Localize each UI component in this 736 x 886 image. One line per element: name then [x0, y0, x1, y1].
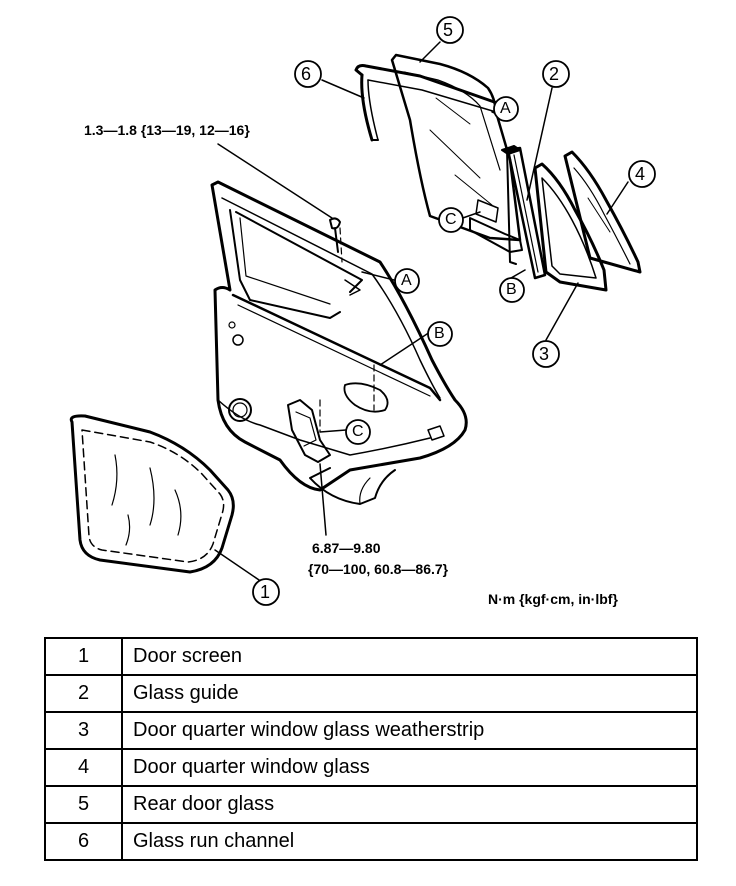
part-number: 6 [44, 822, 123, 861]
callout-4: 4 [635, 164, 646, 184]
callout-3: 3 [539, 344, 550, 364]
exploded-door-diagram [69, 16, 656, 606]
callout-circle-5 [436, 16, 464, 44]
callout-6: 6 [301, 64, 312, 84]
ref-circle-c-door [345, 419, 371, 445]
callout-2: 2 [549, 64, 560, 84]
table-row: 3 Door quarter window glass weatherstrip [44, 711, 698, 750]
glass-run-channel-drawing [354, 64, 502, 142]
door-screen-drawing [69, 414, 235, 574]
part-name: Rear door glass [121, 785, 698, 824]
glass-guide-drawing [501, 145, 547, 280]
part-name: Glass run channel [121, 822, 698, 861]
table-row: 2 Glass guide [44, 674, 698, 713]
part-number: 2 [44, 674, 123, 713]
table-row: 6 Glass run channel [44, 822, 698, 861]
callout-circle-2 [542, 60, 570, 88]
part-name: Door quarter window glass [121, 748, 698, 787]
torque-units: N·m {kgf·cm, in·lbf} [488, 591, 618, 607]
dashed-connector-lines [319, 227, 375, 433]
callout-circle-6 [294, 60, 322, 88]
leader-lines [214, 41, 629, 583]
ref-a-top: A [500, 100, 511, 117]
parts-table: 1 Door screen 2 Glass guide 3 Door quart… [44, 637, 698, 861]
part-number: 1 [44, 637, 123, 676]
callout-1: 1 [260, 582, 271, 602]
table-row: 5 Rear door glass [44, 785, 698, 824]
callout-circle-1 [252, 578, 280, 606]
ref-circle-b-door [427, 321, 453, 347]
part-name: Door quarter window glass weatherstrip [121, 711, 698, 750]
ref-circle-a-door [394, 268, 420, 294]
part-number: 4 [44, 748, 123, 787]
callout-circle-4 [628, 160, 656, 188]
quarter-glass-drawing [563, 150, 642, 274]
callout-circle-3 [532, 340, 560, 368]
ref-circle-c-top [438, 207, 464, 233]
ref-b-top: B [506, 281, 517, 298]
ref-c-top: C [445, 211, 457, 228]
ref-c-door: C [352, 423, 364, 440]
callout-5: 5 [443, 20, 454, 40]
part-number: 5 [44, 785, 123, 824]
table-row: 4 Door quarter window glass [44, 748, 698, 787]
nut-torque-spec-line1: 6.87—9.80 [312, 540, 381, 556]
part-name: Door screen [121, 637, 698, 676]
part-name: Glass guide [121, 674, 698, 713]
table-row: 1 Door screen [44, 637, 698, 676]
ref-circle-a-top [493, 96, 519, 122]
nut-torque-spec-line2: {70—100, 60.8—86.7} [308, 561, 449, 577]
callout-circles [252, 16, 656, 606]
door-body-drawing [210, 180, 468, 505]
ref-a-door: A [401, 272, 412, 289]
bolt-torque-spec: 1.3—1.8 {13—19, 12—16} [84, 122, 250, 138]
ref-b-door: B [434, 325, 445, 342]
ref-circle-b-top [499, 277, 525, 303]
part-number: 3 [44, 711, 123, 750]
